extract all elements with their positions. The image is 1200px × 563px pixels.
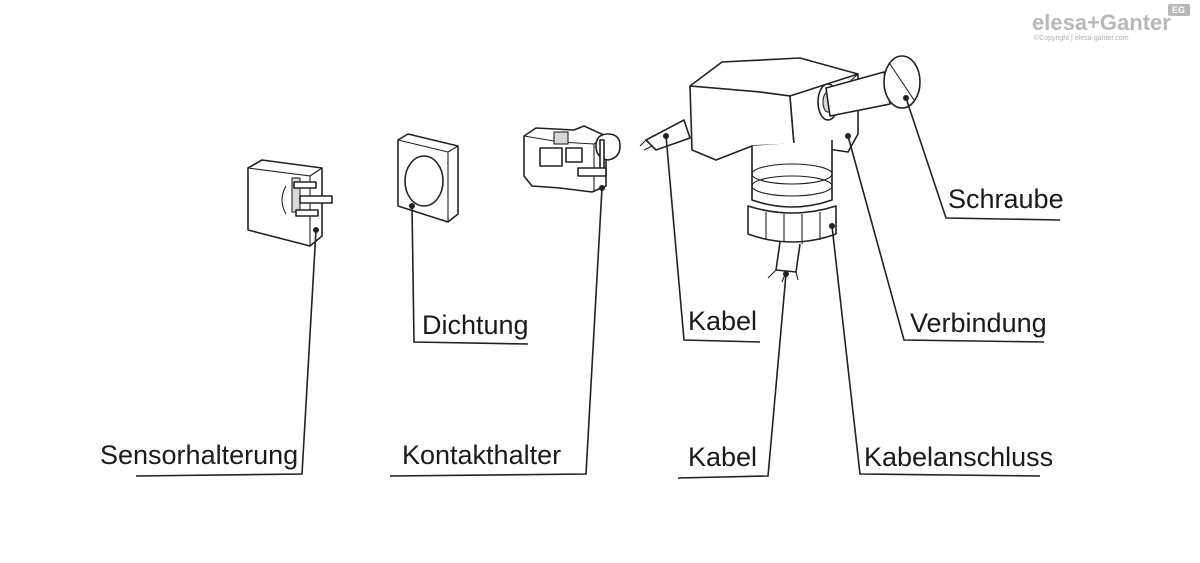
label-kabelanschluss: Kabelanschluss <box>864 442 1053 472</box>
logo-copyright: ©Copyright | elesa-ganter.com <box>1034 34 1129 42</box>
part-kontakthalter <box>523 125 621 193</box>
part-labels: Sensorhalterung Dichtung Kontakthalter K… <box>100 184 1064 472</box>
logo-badge <box>1168 4 1190 16</box>
label-dichtung: Dichtung <box>422 310 529 340</box>
label-verbindung: Verbindung <box>910 308 1047 338</box>
label-kabel-bottom: Kabel <box>688 442 757 472</box>
brand-logo: elesa+Ganter EG ©Copyright | elesa-gante… <box>1032 4 1190 42</box>
label-kontakthalter: Kontakthalter <box>402 440 561 470</box>
part-dichtung <box>397 133 459 223</box>
label-schraube: Schraube <box>948 184 1064 214</box>
part-schraube <box>825 55 921 117</box>
logo-text: elesa+Ganter <box>1032 10 1171 35</box>
part-sensorhalterung <box>247 159 333 247</box>
logo-badge-text: EG <box>1172 5 1185 15</box>
part-housing <box>639 57 859 283</box>
label-sensorhalterung: Sensorhalterung <box>100 440 298 470</box>
leader-lines <box>135 95 1061 479</box>
label-kabel-top: Kabel <box>688 306 757 336</box>
